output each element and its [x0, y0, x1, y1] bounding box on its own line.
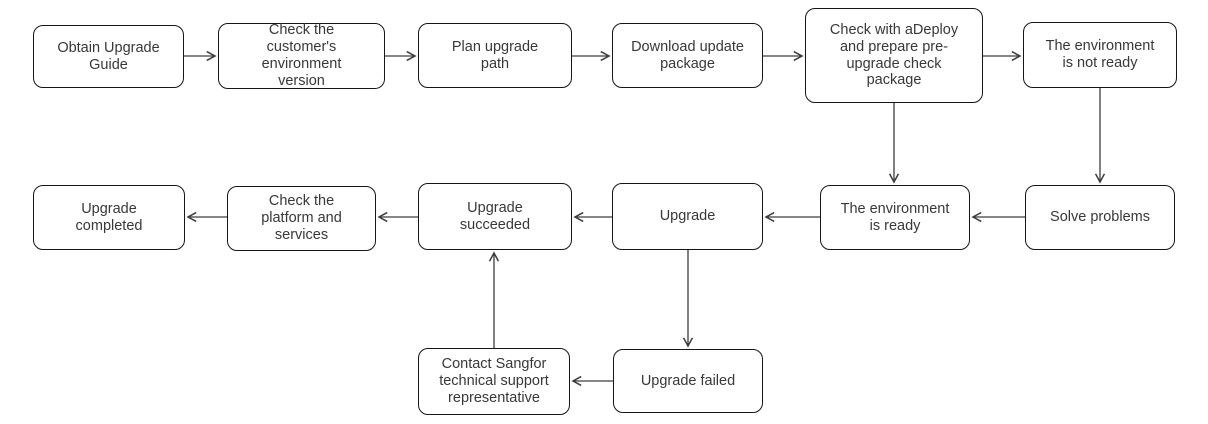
- node-environment-ready: The environment is ready: [820, 185, 970, 250]
- node-download-update-package: Download update package: [612, 23, 763, 88]
- node-environment-not-ready: The environment is not ready: [1023, 22, 1177, 88]
- node-upgrade-succeeded: Upgrade succeeded: [418, 183, 572, 250]
- node-obtain-upgrade-guide: Obtain Upgrade Guide: [33, 25, 184, 88]
- node-upgrade: Upgrade: [612, 183, 763, 250]
- node-check-customer-environment-version: Check the customer's environment version: [218, 22, 385, 89]
- node-plan-upgrade-path: Plan upgrade path: [418, 23, 572, 88]
- node-solve-problems: Solve problems: [1025, 185, 1175, 250]
- node-upgrade-completed: Upgrade completed: [33, 185, 185, 250]
- node-check-with-adeploy: Check with aDeploy and prepare pre- upgr…: [805, 8, 983, 103]
- node-upgrade-failed: Upgrade failed: [613, 349, 763, 413]
- node-contact-sangfor: Contact Sangfor technical support repres…: [418, 348, 570, 415]
- node-check-platform-and-services: Check the platform and services: [227, 186, 376, 251]
